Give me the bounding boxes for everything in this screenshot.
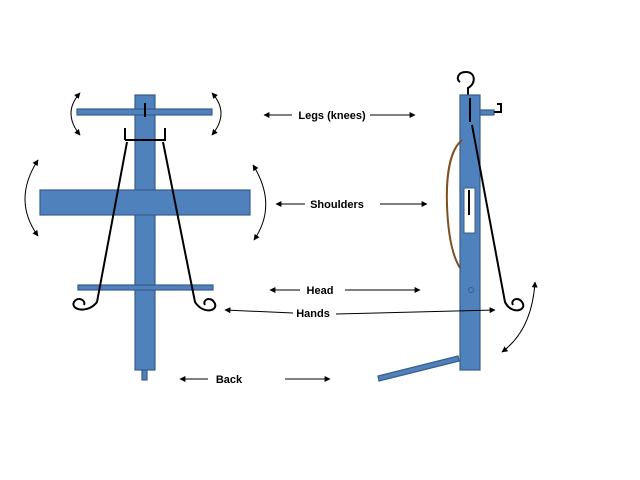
front-bar-tip	[141, 369, 148, 381]
side-back-bar	[377, 355, 460, 382]
labels: Legs (knees) Shoulders Head Hands Back	[179, 110, 496, 386]
legs-right-motion-arrow	[211, 92, 222, 136]
label-legs: Legs (knees)	[298, 110, 366, 122]
shoulders-left-motion-arrow	[24, 159, 39, 237]
hands-arrow-left	[224, 307, 294, 314]
label-head: Head	[307, 285, 334, 297]
legs-left-motion-arrow	[70, 92, 81, 136]
side-view	[377, 70, 538, 382]
front-head-bar	[77, 284, 214, 291]
hands-arrow-right	[335, 307, 496, 315]
side-shoulder-string	[445, 139, 463, 269]
side-legs-hook	[494, 103, 502, 113]
label-shoulders: Shoulders	[310, 199, 364, 211]
label-back: Back	[216, 374, 243, 386]
side-pivot-hole	[468, 287, 474, 293]
front-right-hand-wire	[162, 141, 217, 312]
side-legs-peg	[479, 109, 495, 116]
label-hands: Hands	[296, 308, 330, 320]
hands-motion-arrow	[501, 281, 538, 353]
front-view	[24, 92, 267, 381]
front-shoulders-bar	[39, 189, 251, 216]
front-main-bar	[134, 94, 156, 371]
side-top-hook	[456, 70, 475, 95]
front-hand-wire-bracket	[124, 128, 166, 141]
front-left-hand-wire	[72, 141, 128, 311]
shoulders-right-motion-arrow	[252, 164, 267, 241]
